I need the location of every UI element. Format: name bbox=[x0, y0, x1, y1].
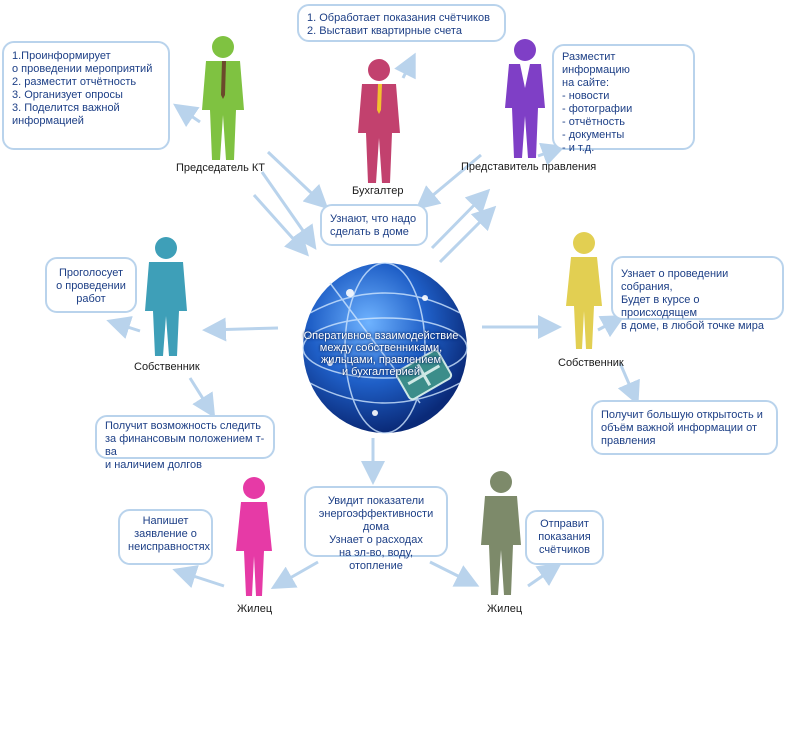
arrow-owner-left-vote bbox=[106, 316, 141, 339]
owner-right-figure-icon bbox=[564, 231, 604, 349]
arrow-indicators-resident-right bbox=[429, 560, 480, 587]
accountant-figure-icon bbox=[354, 58, 404, 183]
arrow-owner-right-openness bbox=[617, 362, 640, 406]
arrow-globe-owner-left bbox=[202, 317, 279, 342]
arrow-globe-board-2 bbox=[438, 205, 497, 264]
arrow-chairman-box bbox=[173, 103, 201, 128]
owner-right-openness-box: Получит большую открытость и объём важно… bbox=[591, 400, 778, 455]
chairman-figure-icon bbox=[198, 35, 248, 160]
arrow-globe-board-1 bbox=[430, 188, 491, 250]
arrow-board-box bbox=[537, 142, 566, 166]
owner-left-vote-box: Проголосует о проведении работ bbox=[45, 257, 137, 313]
chairman-label: Председатель КТ bbox=[176, 162, 265, 174]
board-rep-actions-box: Разместит информацию на сайте: - новости… bbox=[552, 44, 695, 154]
owner-left-figure-icon bbox=[142, 236, 190, 356]
resident-right-meters-box: Отправит показания счётчиков bbox=[525, 510, 604, 565]
arrow-owner-right-meeting bbox=[597, 315, 626, 338]
center-caption: Оперативное взаимодействие между собстве… bbox=[303, 330, 459, 378]
owner-right-meeting-box: Узнает о проведении собрания, Будет в ку… bbox=[611, 256, 784, 332]
resident-left-label: Жилец bbox=[237, 603, 273, 615]
resident-left-figure-icon bbox=[234, 476, 274, 596]
owner-left-finance-box: Получит возможность следить за финансовы… bbox=[95, 415, 275, 471]
globe-icon bbox=[300, 253, 470, 438]
resident-right-figure-icon bbox=[478, 470, 524, 595]
arrow-indicators-resident-left bbox=[270, 560, 319, 589]
owner-right-label: Собственник bbox=[558, 357, 624, 369]
arrow-chairman-common bbox=[266, 150, 329, 210]
accountant-actions-box: 1. Обработает показания счётчиков 2. Выс… bbox=[297, 4, 506, 42]
arrow-resident-left-box bbox=[172, 565, 225, 588]
arrow-owner-left-finance bbox=[188, 377, 216, 419]
arrow-board-common bbox=[415, 153, 482, 210]
board-rep-figure-icon bbox=[503, 38, 547, 158]
arrow-accountant-box bbox=[394, 52, 416, 80]
resident-left-request-box: Напишет заявление о неисправностях bbox=[118, 509, 213, 565]
resident-indicators-box: Увидит показатели энергоэффективности до… bbox=[304, 486, 448, 572]
accountant-label: Бухгалтер bbox=[352, 185, 404, 197]
arrow-resident-right-box bbox=[527, 562, 562, 588]
common-tasks-box: Узнают, что надо сделать в доме bbox=[320, 204, 428, 246]
board-rep-label: Представитель правления bbox=[461, 161, 597, 173]
chairman-actions-box: 1.Проинформирует о проведении мероприяти… bbox=[2, 41, 170, 150]
arrow-chairman-globe-2 bbox=[252, 193, 310, 257]
resident-right-label: Жилец bbox=[487, 603, 523, 615]
owner-left-label: Собственник bbox=[134, 361, 200, 373]
